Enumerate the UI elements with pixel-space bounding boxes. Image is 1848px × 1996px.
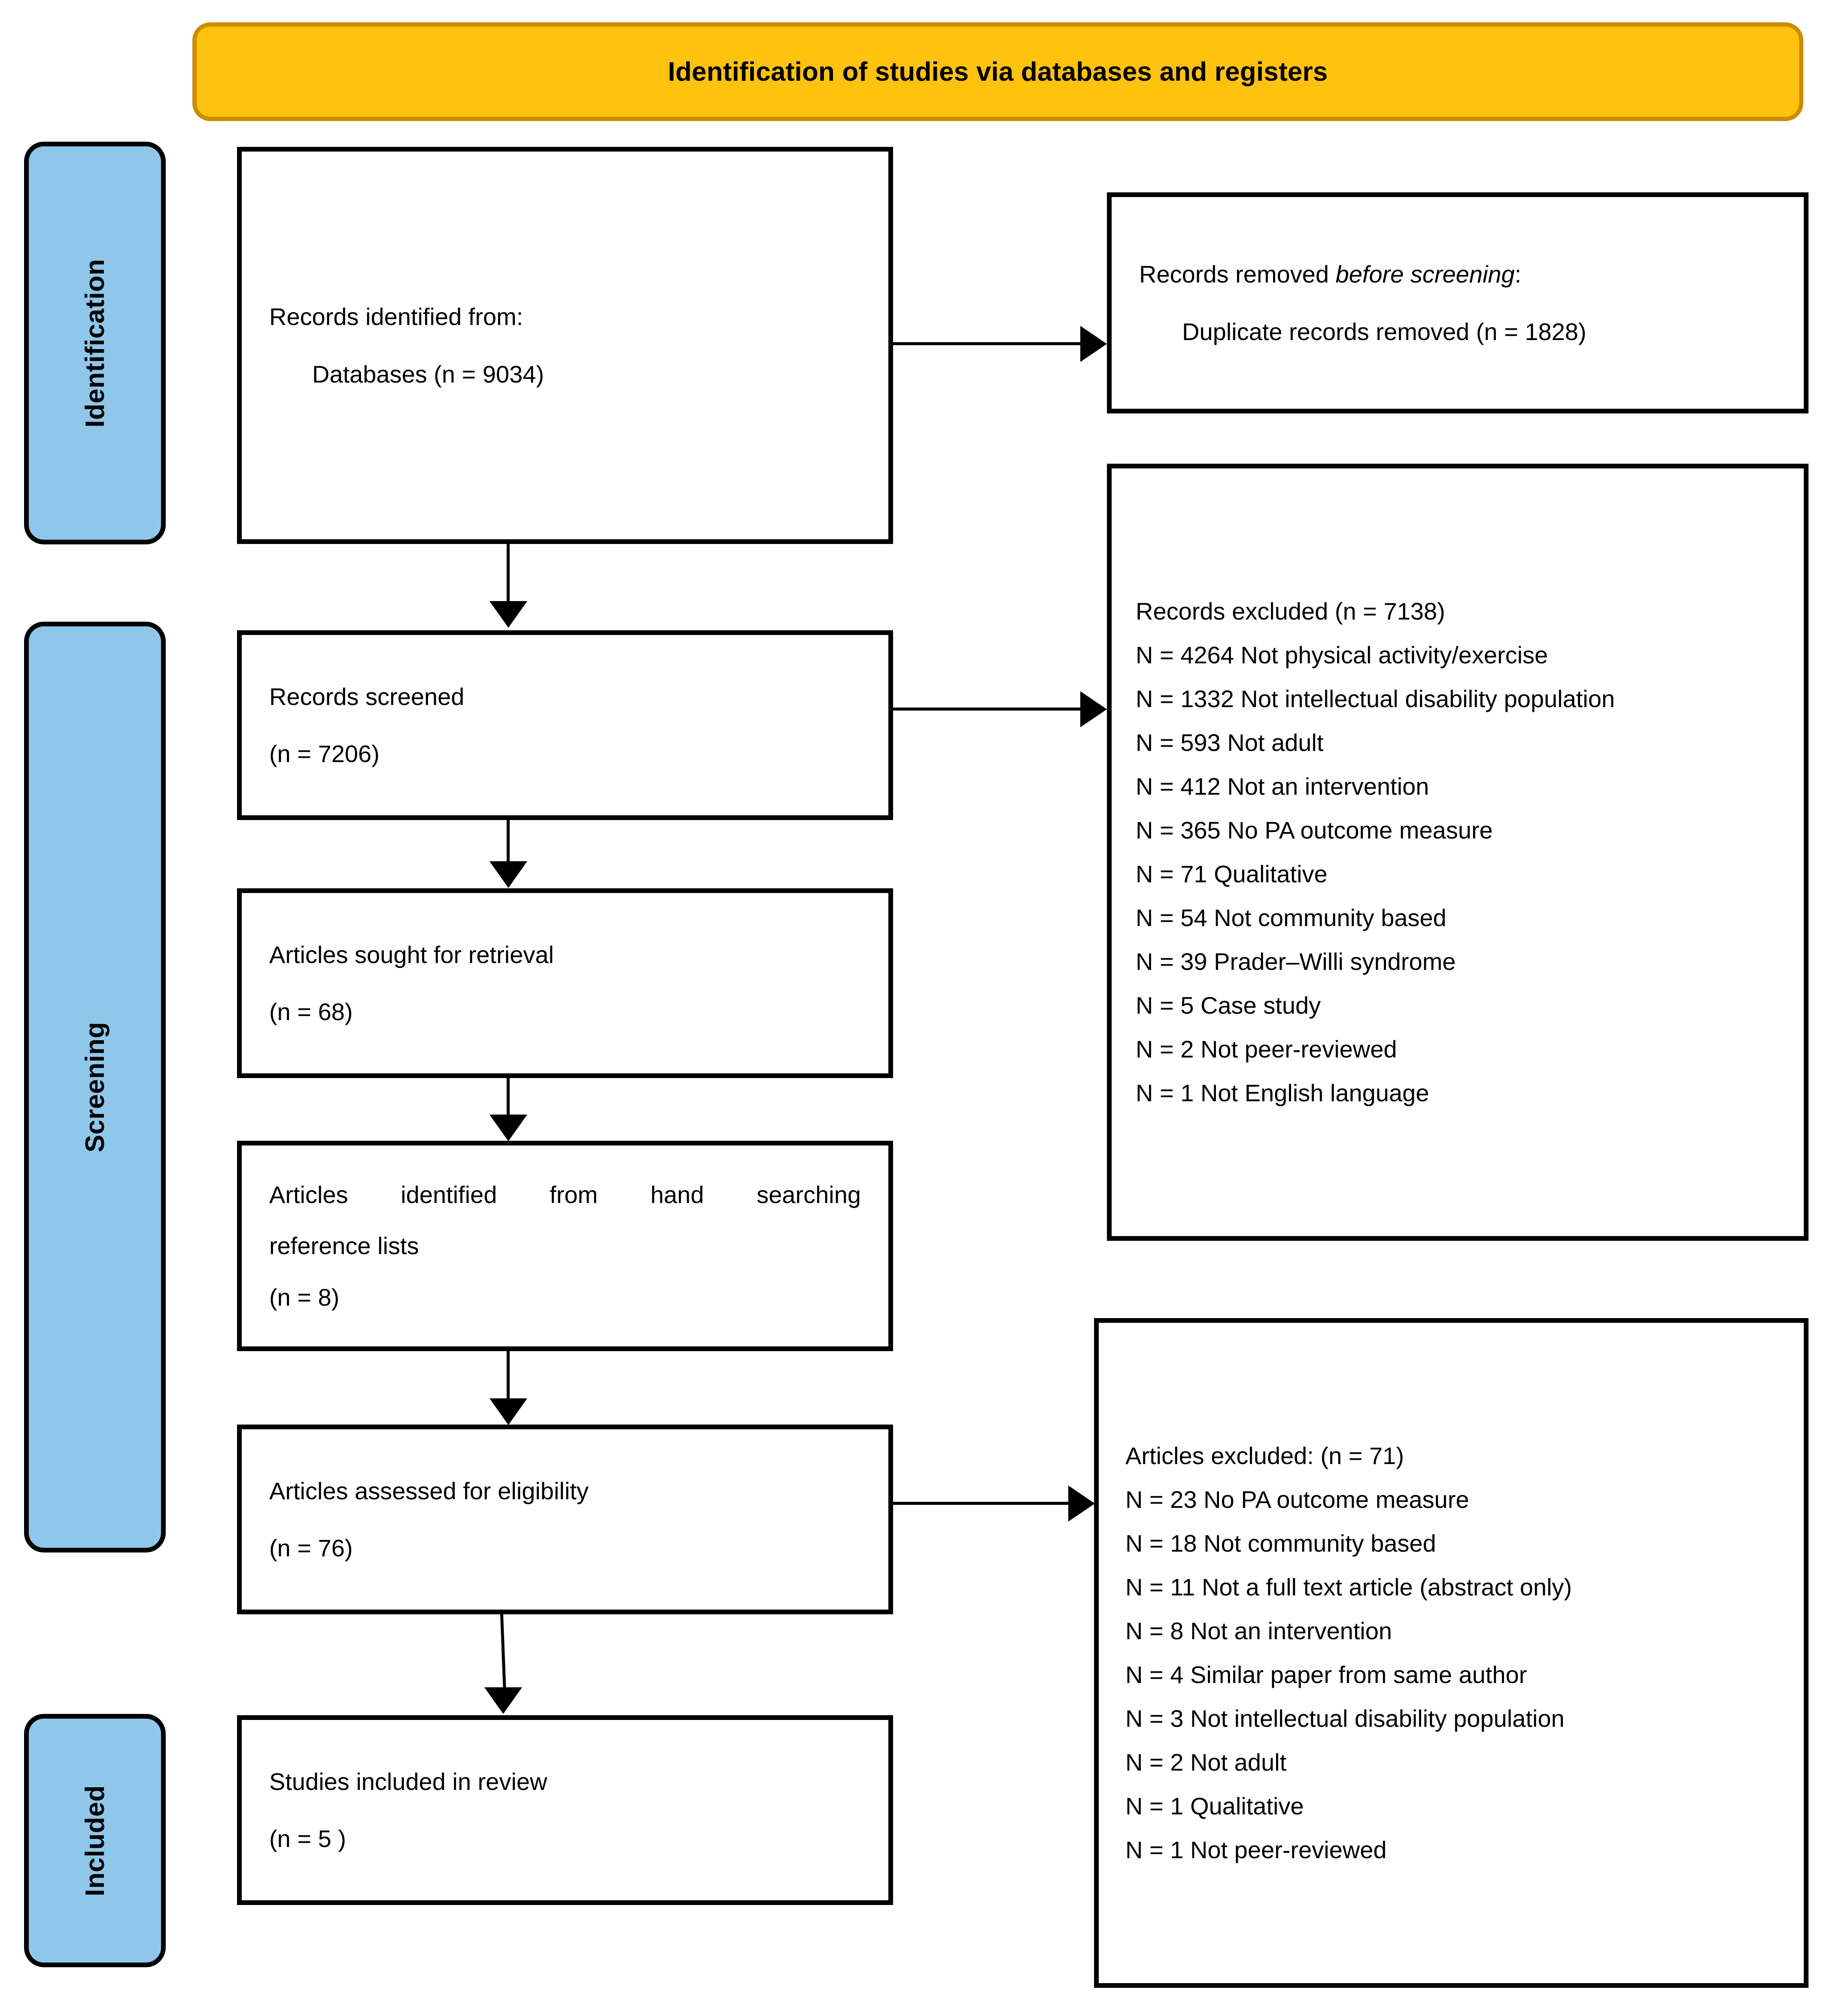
box-articles-hand-searching: Articles identified from hand searching …	[237, 1141, 893, 1351]
records-excluded-reason: N = 71 Qualitative	[1136, 860, 1328, 887]
stage-label-identification: Identification	[24, 142, 166, 544]
articles-excluded-reason: N = 4 Similar paper from same author	[1125, 1661, 1527, 1688]
box-records-excluded: Records excluded (n = 7138) N = 4264 Not…	[1107, 464, 1808, 1241]
connector-assessed-to-articles-excluded	[893, 1502, 1070, 1505]
hand-searching-line3: (n = 8)	[269, 1283, 340, 1311]
studies-included-line2: (n = 5 )	[269, 1825, 346, 1852]
records-excluded-reason: N = 412 Not an intervention	[1136, 773, 1429, 800]
records-excluded-reason: N = 1 Not English language	[1136, 1079, 1429, 1106]
arrowhead-assessed-to-articles-excluded	[1068, 1486, 1095, 1522]
arrowhead-sought-to-handsearch	[489, 1115, 527, 1141]
arrowhead-assessed-to-included	[484, 1687, 522, 1714]
box-articles-assessed: Articles assessed for eligibility (n = 7…	[237, 1425, 893, 1614]
records-excluded-reason: N = 2 Not peer-reviewed	[1136, 1036, 1397, 1063]
connector-assessed-to-included	[500, 1614, 507, 1698]
stage-label-included: Included	[24, 1714, 166, 1967]
stage-label-identification-text: Identification	[80, 258, 110, 428]
records-removed-prefix: Records removed	[1139, 261, 1336, 288]
records-excluded-reason: N = 593 Not adult	[1136, 729, 1324, 756]
records-removed-italic: before screening	[1335, 261, 1515, 288]
connector-screened-to-records-excluded	[893, 708, 1082, 711]
records-excluded-reason: N = 365 No PA outcome measure	[1136, 817, 1493, 844]
hand-searching-line2: reference lists	[269, 1232, 419, 1260]
records-excluded-reason: N = 39 Prader–Willi syndrome	[1136, 948, 1456, 975]
articles-assessed-line1: Articles assessed for eligibility	[269, 1477, 589, 1504]
arrowhead-screened-to-sought	[489, 861, 527, 888]
box-articles-sought: Articles sought for retrieval (n = 68)	[237, 888, 893, 1078]
arrowhead-handsearch-to-assessed	[489, 1398, 527, 1425]
box-articles-excluded: Articles excluded: (n = 71) N = 23 No PA…	[1094, 1318, 1808, 1988]
studies-included-line1: Studies included in review	[269, 1768, 547, 1795]
box-records-identified: Records identified from: Databases (n = …	[237, 147, 893, 544]
records-excluded-reason: N = 54 Not community based	[1136, 904, 1447, 931]
records-identified-line1: Records identified from:	[269, 303, 523, 331]
connector-handsearch-to-assessed	[507, 1351, 510, 1403]
articles-excluded-reason: N = 11 Not a full text article (abstract…	[1125, 1574, 1572, 1601]
articles-excluded-reason: N = 1 Not peer-reviewed	[1125, 1836, 1387, 1863]
records-removed-line1: Records removed before screening:	[1139, 261, 1776, 287]
records-screened-line2: (n = 7206)	[269, 740, 380, 767]
arrowhead-identified-to-screened	[489, 601, 527, 628]
articles-assessed-line2: (n = 76)	[269, 1534, 353, 1562]
articles-sought-line2: (n = 68)	[269, 998, 353, 1025]
box-records-screened: Records screened (n = 7206)	[237, 630, 893, 820]
connector-identified-to-removed	[893, 342, 1082, 345]
articles-excluded-reason: N = 2 Not adult	[1125, 1749, 1287, 1776]
articles-sought-line1: Articles sought for retrieval	[269, 941, 554, 968]
articles-excluded-reason: N = 1 Qualitative	[1125, 1792, 1304, 1820]
records-excluded-header: Records excluded (n = 7138)	[1136, 598, 1445, 625]
articles-excluded-reason: N = 23 No PA outcome measure	[1125, 1486, 1469, 1513]
stage-label-included-text: Included	[80, 1785, 110, 1896]
records-excluded-reason: N = 1332 Not intellectual disability pop…	[1136, 685, 1615, 712]
records-identified-line2: Databases (n = 9034)	[312, 360, 544, 388]
connector-identified-to-screened	[507, 544, 510, 604]
articles-excluded-reason: N = 18 Not community based	[1125, 1530, 1436, 1557]
articles-excluded-reason: N = 8 Not an intervention	[1125, 1617, 1392, 1644]
records-excluded-reason: N = 5 Case study	[1136, 992, 1321, 1019]
diagram-title-banner: Identification of studies via databases …	[192, 22, 1803, 121]
connector-sought-to-handsearch	[507, 1078, 510, 1129]
box-records-removed: Records removed before screening: Duplic…	[1107, 192, 1808, 413]
arrowhead-screened-to-records-excluded	[1080, 691, 1107, 727]
diagram-title: Identification of studies via databases …	[668, 57, 1328, 87]
box-studies-included: Studies included in review (n = 5 )	[237, 1715, 893, 1905]
stage-label-screening: Screening	[24, 622, 166, 1552]
records-screened-line1: Records screened	[269, 683, 465, 710]
articles-excluded-header: Articles excluded: (n = 71)	[1125, 1442, 1404, 1469]
stage-label-screening-text: Screening	[80, 1021, 110, 1153]
records-removed-suffix: :	[1514, 261, 1522, 288]
connector-screened-to-sought	[507, 820, 510, 877]
arrowhead-identified-to-removed	[1080, 326, 1107, 362]
records-removed-line2: Duplicate records removed (n = 1828)	[1182, 318, 1587, 345]
articles-excluded-list: Articles excluded: (n = 71) N = 23 No PA…	[1099, 1444, 1804, 1862]
hand-searching-line1: Articles identified from hand searching	[269, 1181, 861, 1208]
records-excluded-reason: N = 4264 Not physical activity/exercise	[1136, 641, 1548, 668]
records-excluded-list: Records excluded (n = 7138) N = 4264 Not…	[1112, 599, 1804, 1105]
articles-excluded-reason: N = 3 Not intellectual disability popula…	[1125, 1705, 1565, 1732]
